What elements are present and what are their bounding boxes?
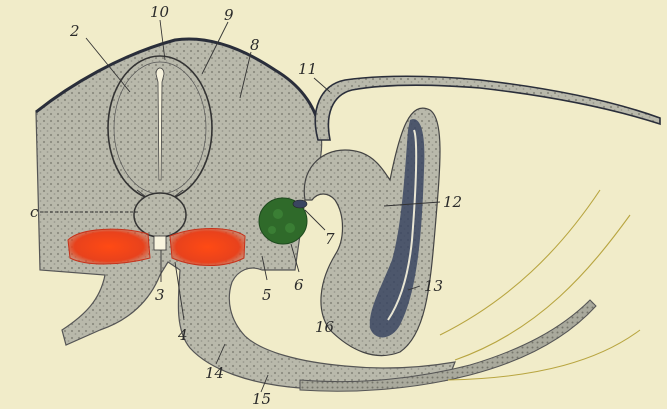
label-6: 6 <box>294 276 304 294</box>
label-8: 8 <box>250 36 260 54</box>
label-15: 15 <box>252 390 271 408</box>
label-2: 2 <box>69 22 80 40</box>
label-7: 7 <box>325 230 335 248</box>
label-c: c <box>30 203 39 221</box>
label-9: 9 <box>224 6 234 24</box>
label-12: 12 <box>443 193 462 211</box>
aorta-left <box>68 229 150 264</box>
aorta-right <box>170 229 245 266</box>
notochord-gap <box>154 236 166 250</box>
notochord <box>134 193 186 237</box>
label-5: 5 <box>262 286 272 304</box>
small-duct-7 <box>293 200 307 208</box>
label-14: 14 <box>205 364 224 382</box>
label-3: 3 <box>155 286 165 304</box>
leader-11 <box>314 78 330 92</box>
ganglion-cell <box>285 223 295 233</box>
label-4: 4 <box>177 326 188 344</box>
label-16: 16 <box>315 318 335 336</box>
ganglion-cell <box>273 209 283 219</box>
leader-7 <box>305 210 325 230</box>
label-13: 13 <box>424 277 443 295</box>
ganglion-cell <box>268 226 276 234</box>
amnion-fold <box>315 76 660 140</box>
label-11: 11 <box>298 60 317 78</box>
label-10: 10 <box>150 3 170 21</box>
